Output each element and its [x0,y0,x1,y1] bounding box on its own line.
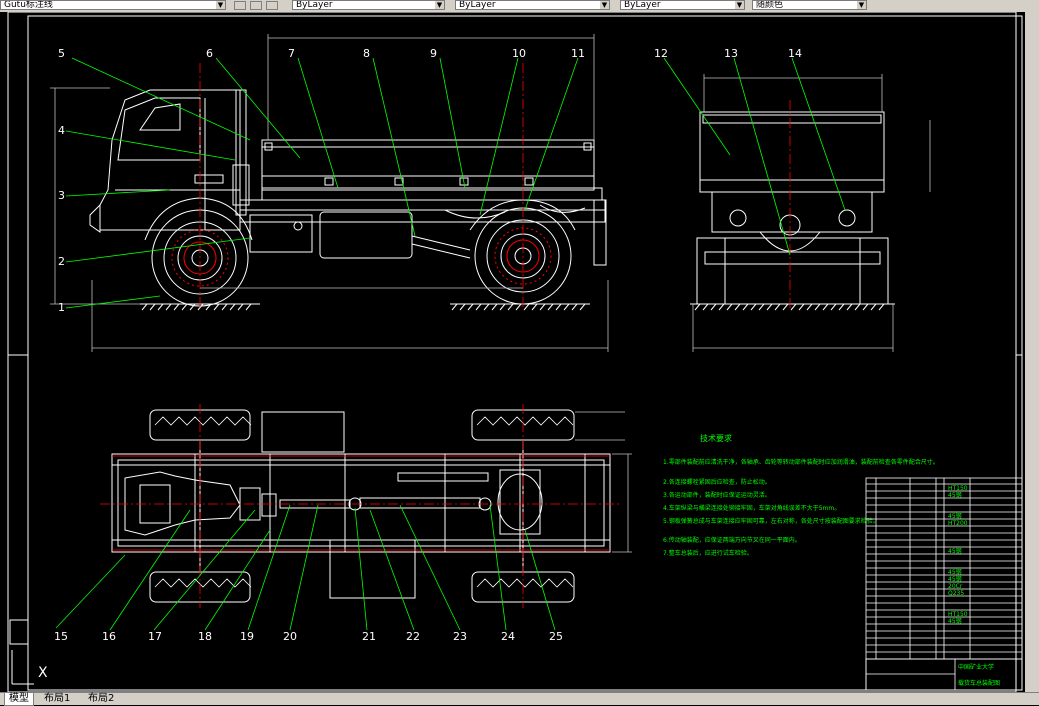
material-4: HT200 [948,520,968,527]
vertical-scrollbar[interactable] [1025,12,1039,692]
drawing-canvas[interactable]: 5 6 7 8 9 10 11 12 13 14 4 3 2 1 15 16 1… [0,11,1039,693]
linetype-combo[interactable]: ByLayer ▼ [455,0,610,10]
callout-9: 9 [430,47,437,60]
lineweight-combo-value: ByLayer [624,0,661,10]
centerlines [100,63,791,608]
plan-dimensions [575,411,632,553]
tab-model[interactable]: 模型 [4,693,34,706]
layer-previous-icon[interactable] [250,1,262,10]
material-7: 45钢 [948,575,962,583]
callout-25: 25 [549,630,563,643]
chevron-down-icon: ▼ [600,1,609,9]
callout-14: 14 [788,47,802,60]
material-5: 45钢 [948,547,962,555]
tech-item-6: 6.传动轴装配，应保证两端万向节叉在同一平面内。 [663,536,801,544]
material-8: 20Cr [948,583,963,590]
parts-list-table [865,477,1023,691]
callout-15: 15 [54,630,68,643]
tech-item-1: 1.零部件装配前应清洗干净，各轴承、齿轮等转动部件装配时应加润滑油，装配前检查各… [663,458,939,466]
technical-requirements: 技术要求 1.零部件装配前应清洗干净，各轴承、齿轮等转动部件装配时应加润滑油，装… [663,433,939,557]
callout-1: 1 [58,301,65,314]
rear-dimensions [692,74,931,352]
callout-10: 10 [512,47,526,60]
tech-item-5: 5.钢板弹簧总成与车架连接应牢固可靠，左右对称，各处尺寸按装配图要求检验。 [663,517,879,525]
chassis-plan-view [111,409,611,603]
callout-22: 22 [406,630,420,643]
callout-17: 17 [148,630,162,643]
truck-side-view [89,89,607,307]
callout-12: 12 [654,47,668,60]
callout-16: 16 [102,630,116,643]
callout-18: 18 [198,630,212,643]
ucs-icon [9,619,34,685]
layer-combo[interactable]: ByLayer ▼ [292,0,445,10]
title-block-school: 中国矿业大学 [958,663,994,671]
callout-5: 5 [58,47,65,60]
callout-20: 20 [283,630,297,643]
truck-rear-view [690,111,895,305]
callout-3: 3 [58,189,65,202]
material-6: 45钢 [948,568,962,576]
drawing-frame [7,11,1023,693]
chevron-down-icon: ▼ [857,1,866,9]
callout-labels: 5 6 7 8 9 10 11 12 13 14 4 3 2 1 15 16 1… [54,47,802,643]
tab-layout1[interactable]: 布局1 [44,693,71,704]
plot-style-combo-value: 随颜色 [756,0,784,10]
parts-list-materials: HT150 45钢 45钢 HT200 45钢 45钢 45钢 20Cr Q23… [948,485,1000,687]
tech-item-3: 3.各运动部件，装配时应保证运动灵活。 [663,491,771,499]
ground-hatch-rear [694,303,885,311]
callout-21: 21 [362,630,376,643]
layout-tabbar: 模型 布局1 布局2 [0,692,1039,706]
callout-6: 6 [206,47,213,60]
layer-manager-icon[interactable] [266,1,278,10]
tech-title: 技术要求 [700,433,732,443]
tab-layout2[interactable]: 布局2 [88,693,115,704]
properties-toolbar: Gutu标注线 ▼ ByLayer ▼ ByLayer ▼ ByLayer ▼ … [0,0,1039,13]
material-9: Q235 [948,590,964,597]
cad-drawing: 5 6 7 8 9 10 11 12 13 14 4 3 2 1 15 16 1… [7,11,1023,693]
chevron-down-icon: ▼ [435,1,444,9]
material-11: 45钢 [948,617,962,625]
dimension-style-combo[interactable]: Gutu标注线 ▼ [0,0,226,10]
callout-13: 13 [724,47,738,60]
callout-7: 7 [288,47,295,60]
chevron-down-icon: ▼ [735,1,744,9]
tech-item-7: 7.整车总装后，应进行试车检验。 [663,549,753,557]
linetype-combo-value: ByLayer [459,0,496,10]
tire-treads [154,416,574,588]
callout-8: 8 [363,47,370,60]
dimension-style-value: Gutu标注线 [4,0,53,10]
callout-4: 4 [58,124,65,137]
lineweight-combo[interactable]: ByLayer ▼ [620,0,745,10]
chevron-down-icon: ▼ [216,1,225,9]
callout-2: 2 [58,255,65,268]
callout-24: 24 [501,630,515,643]
plot-style-combo[interactable]: 随颜色 ▼ [752,0,867,10]
material-10: HT150 [948,611,968,618]
callout-leaders [55,57,846,631]
material-1: HT150 [948,485,968,492]
title-block-drawing-name: 载货车总装配图 [958,679,1000,687]
tech-item-4: 4.车架纵梁与横梁连接处铆接牢固，车架对角线误差不大于5mm。 [663,504,840,512]
layer-combo-value: ByLayer [296,0,333,10]
ground-hatch-side [141,303,586,311]
material-2: 45钢 [948,491,962,499]
callout-11: 11 [571,47,585,60]
layer-state-icon[interactable] [234,1,246,10]
material-3: 45钢 [948,512,962,520]
ucs-x-label: X [38,665,48,681]
callout-19: 19 [240,630,254,643]
tech-item-2: 2.各连接螺栓紧固后应检查，防止松动。 [663,478,771,486]
callout-23: 23 [453,630,467,643]
